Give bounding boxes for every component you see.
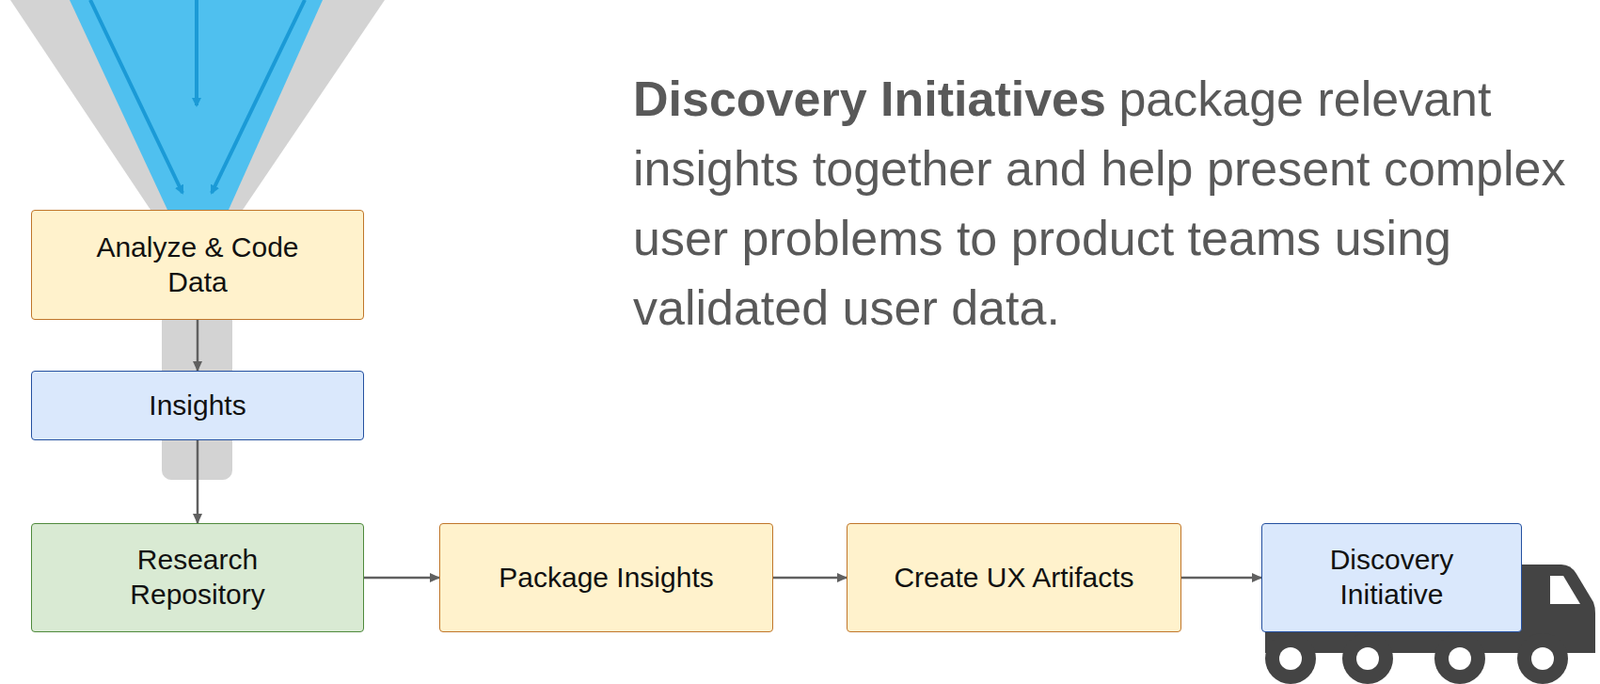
process-box: Insights [31,370,365,441]
box-label: Package Insights [498,560,713,596]
funnel-inner [69,0,323,210]
process-box: Research Repository [31,522,365,633]
flow-connector [196,319,200,371]
process-box: Discovery Initiative [1261,522,1522,633]
box-label: Create UX Artifacts [893,560,1134,596]
flow-arrow [211,0,305,193]
headline: Discovery Initiativespackage relevant in… [633,63,1591,343]
flow-connector [1181,576,1262,580]
process-box: Create UX Artifacts [846,522,1182,633]
flow-arrow [90,0,183,193]
flow-connector [196,440,200,523]
headline-lead: Discovery Initiatives [633,71,1107,127]
flow-connector [364,576,440,580]
flow-arrow [194,0,199,106]
box-label: Research Repository [84,542,311,612]
flow-connector [773,576,847,580]
box-label: Analyze & Code Data [75,230,320,300]
process-box: Package Insights [439,522,774,633]
box-label: Insights [148,388,246,424]
box-label: Discovery Initiative [1298,542,1487,612]
process-box: Analyze & Code Data [31,209,365,320]
funnel-outer [10,0,385,210]
